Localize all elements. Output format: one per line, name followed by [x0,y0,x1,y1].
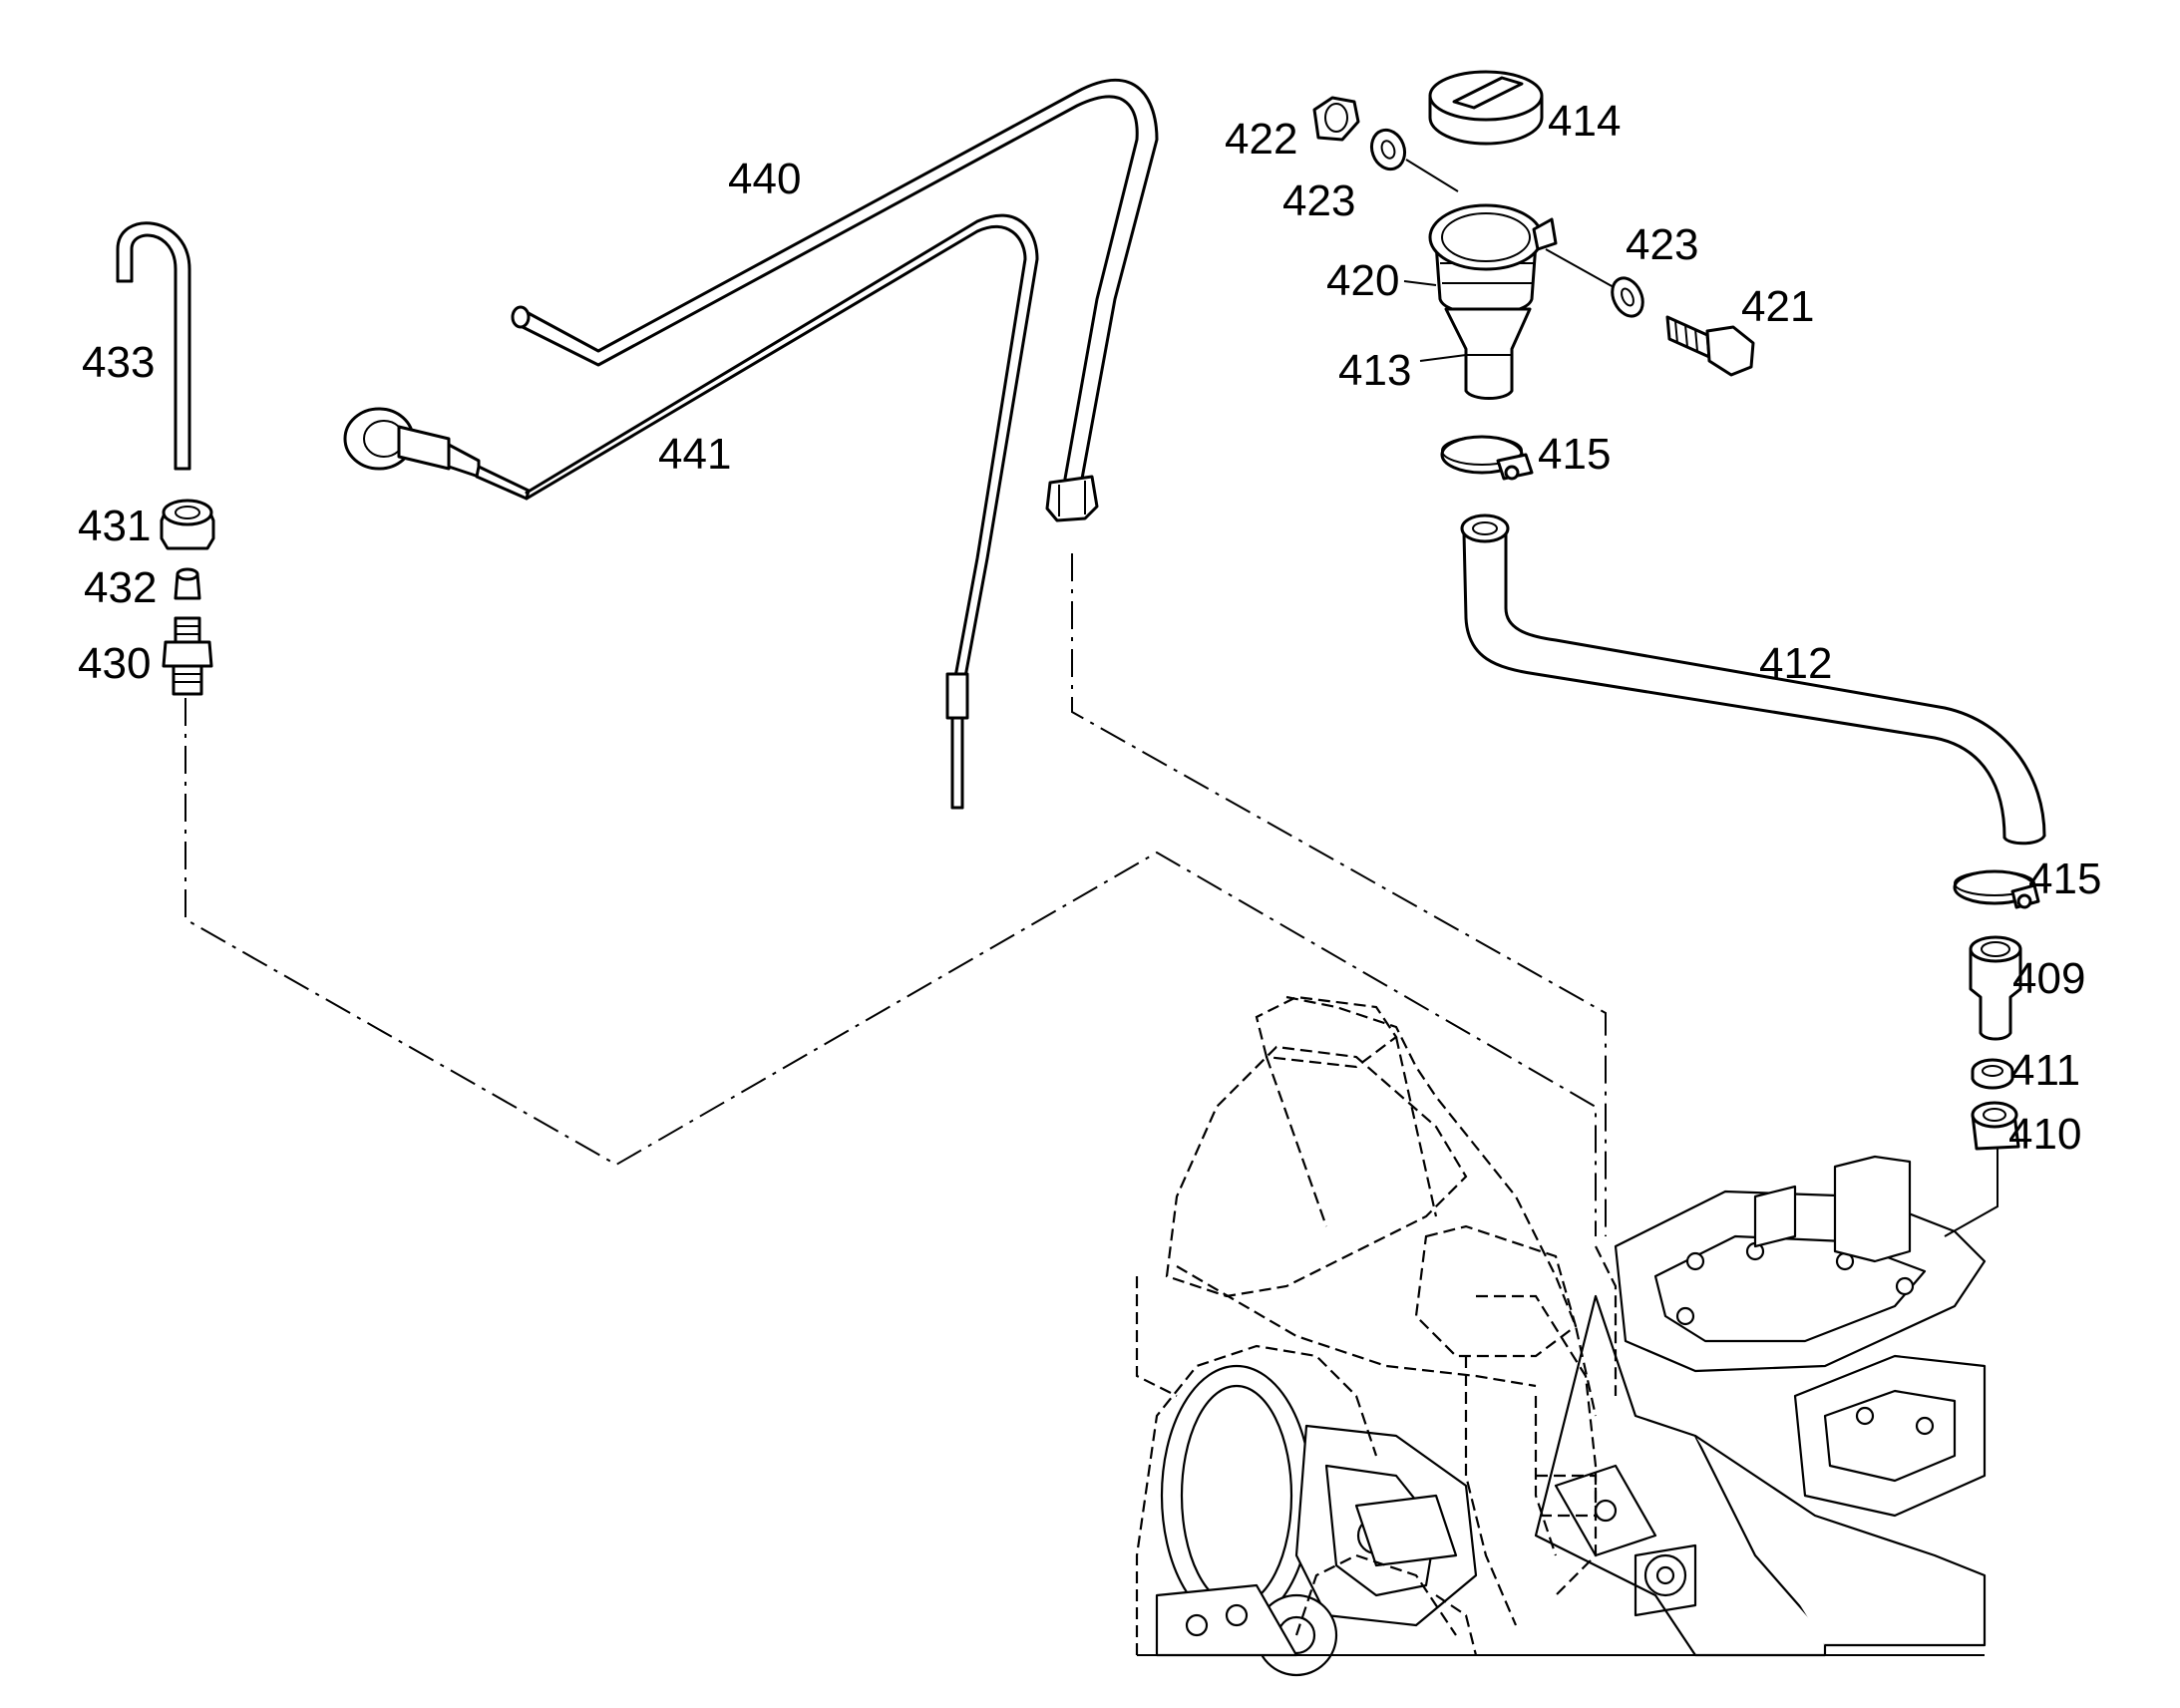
callout-415-b: 415 [2028,854,2101,903]
part-414-cap [1428,70,1544,146]
part-412-hose [1460,513,2046,846]
callout-440: 440 [728,155,801,203]
callout-431: 431 [78,502,151,550]
callout-432: 432 [84,563,157,612]
part-440-tube [511,78,1159,522]
part-421-bolt [1665,315,1755,377]
callout-433: 433 [82,338,155,387]
callout-411: 411 [2010,1046,2080,1095]
leader-420 [1403,280,1437,286]
assembly-lines [184,553,1998,1237]
part-430-fitting [162,616,213,696]
leader-423b [1545,248,1615,288]
part-420-filler-neck [1428,203,1558,316]
callout-410: 410 [2008,1110,2081,1159]
callout-409: 409 [2012,954,2085,1003]
callout-420: 420 [1326,256,1399,305]
leader-413 [1419,354,1467,362]
callout-413: 413 [1338,346,1411,395]
engine-block [1135,995,1987,1677]
callout-430: 430 [78,639,151,688]
part-433-tube [116,221,191,471]
part-423a-washer [1369,128,1407,171]
part-422-nut [1312,96,1360,142]
part-423b-washer [1611,276,1644,318]
callout-423-b: 423 [1626,220,1698,269]
callout-422: 422 [1225,115,1297,164]
part-413-spout [1444,307,1532,400]
leader-423a [1405,159,1459,192]
callout-414: 414 [1548,97,1621,146]
part-410-nut [1971,1101,2020,1151]
callout-412: 412 [1759,639,1832,688]
part-411-seal [1971,1058,2014,1090]
callout-441: 441 [658,430,731,479]
part-409-adapter [1969,935,2022,1041]
part-415b-clamp [1953,869,2040,909]
part-432-sleeve [174,567,201,600]
part-415a-clamp [1440,435,1534,481]
callout-labels: 433 431 432 430 440 441 422 414 423 423 … [78,97,2101,1159]
part-441-dipstick [343,213,1039,810]
callout-423-a: 423 [1282,176,1355,225]
callout-421: 421 [1741,282,1814,331]
callout-415-a: 415 [1538,430,1611,479]
part-431-nut [160,499,215,550]
